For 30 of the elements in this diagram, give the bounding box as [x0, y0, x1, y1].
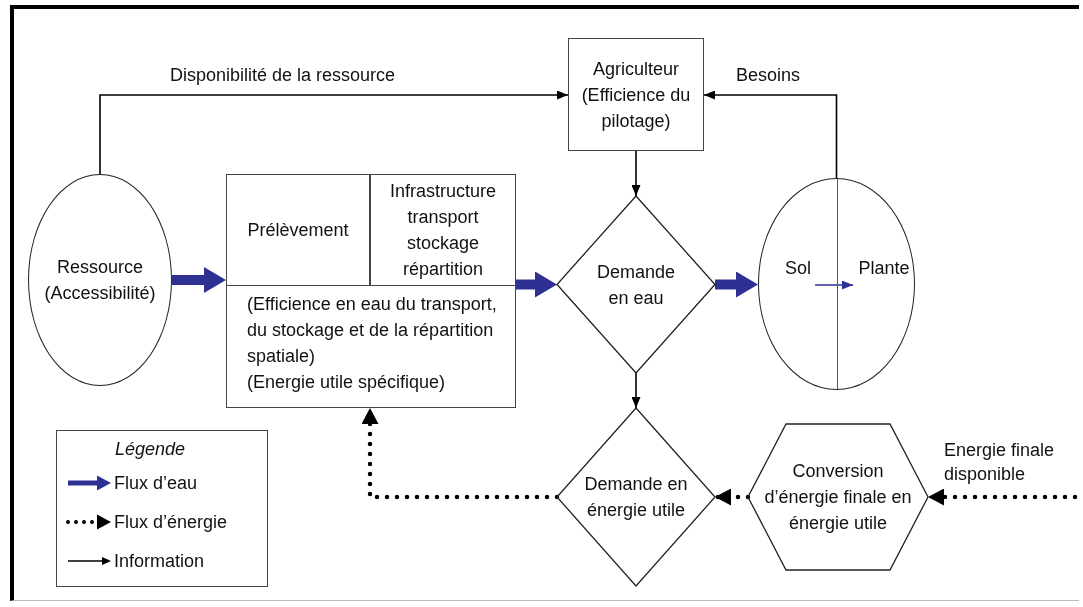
legend-label: Flux d’énergie [114, 511, 228, 534]
arrow [814, 280, 854, 290]
node-label: Prélèvement [247, 219, 349, 242]
process-box [568, 38, 704, 151]
node-label: Ressource (Accessibilité) [43, 256, 157, 305]
arrow [703, 90, 838, 179]
process-box [226, 174, 516, 408]
legend-title: Légende [115, 438, 186, 461]
process-hexagon [748, 424, 928, 570]
node-label: Demande en énergie utile [583, 473, 689, 522]
node-label: Demande en eau [595, 260, 676, 310]
arrow [715, 271, 758, 298]
node-label: Plante [858, 257, 910, 280]
node-label: (Efficience en eau du transport, du stockage et de la répartition spatiale) [247, 293, 498, 368]
node-label: Sol [785, 257, 811, 280]
node-label: Infrastructure transport stockage répartition [388, 180, 497, 281]
node-label: Conversion d’énergie finale en énergie utile [763, 460, 913, 535]
arrow [99, 90, 569, 175]
arrow [631, 372, 641, 409]
arrow [631, 150, 641, 197]
table-cell [226, 174, 370, 286]
node-label: Agriculteur (Efficience du pilotage) [580, 57, 692, 133]
arrow [172, 267, 226, 293]
arrow [516, 271, 557, 298]
legend-label: Information [114, 550, 205, 573]
legend-label: Flux d’eau [114, 472, 198, 495]
decision-diamond [557, 196, 715, 373]
table-cell [370, 174, 516, 286]
decision-diamond [557, 408, 715, 586]
node-label: (Energie utile spécifique) [247, 371, 447, 394]
